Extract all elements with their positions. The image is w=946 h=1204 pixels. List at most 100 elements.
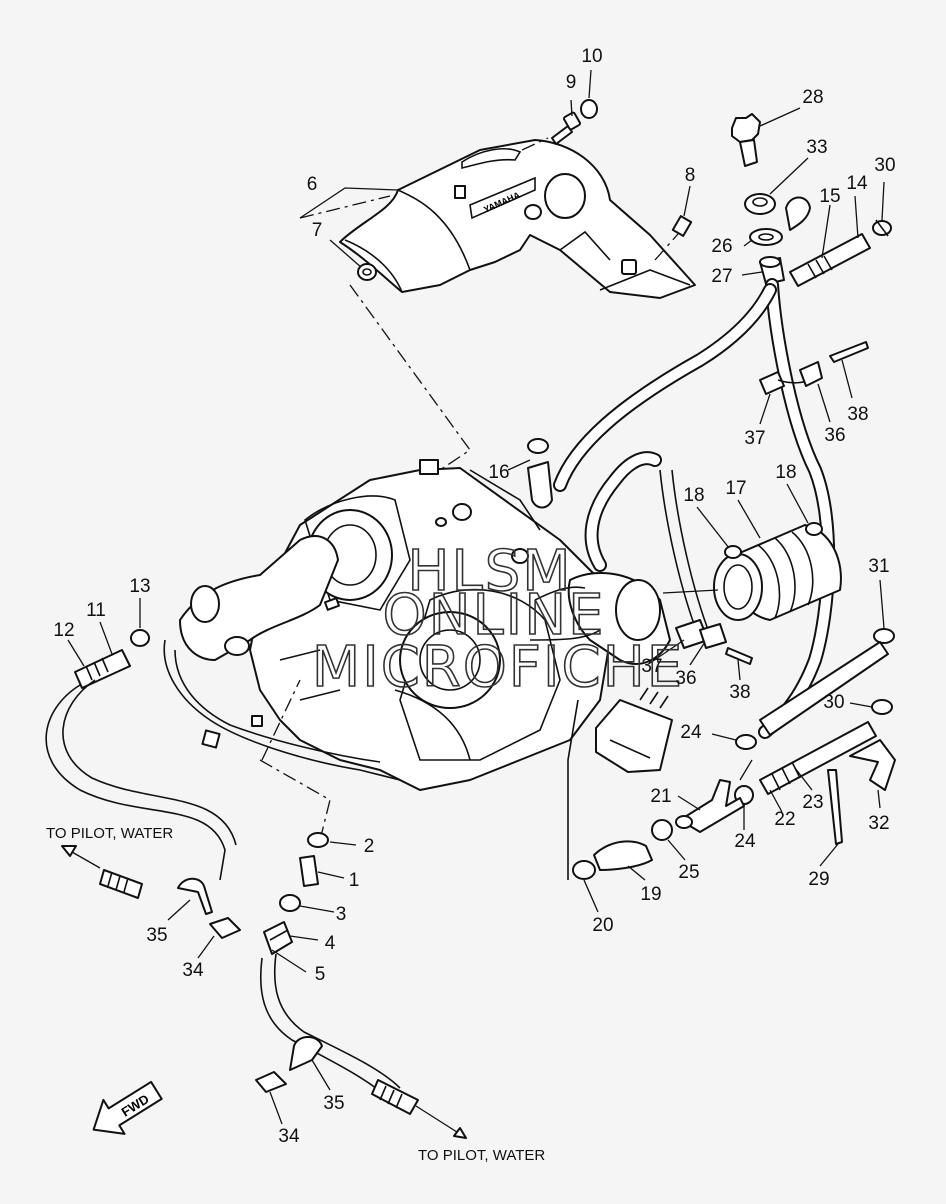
clamp-25 — [651, 819, 673, 841]
callout-26: 26 — [711, 236, 732, 257]
fitting-16 — [527, 461, 553, 509]
pilot-hose-center — [259, 957, 391, 1101]
watermark-line2: ONLINE — [383, 583, 606, 648]
arrow-bottom-head — [453, 1127, 467, 1139]
callout-33: 33 — [806, 137, 827, 158]
clamp-13 — [130, 629, 150, 647]
leader-37a — [759, 393, 771, 425]
leader-33 — [769, 157, 809, 195]
leader-1 — [317, 871, 345, 879]
callout-35b: 35 — [323, 1093, 344, 1114]
exhaust-cover-part: YAMAHA — [339, 139, 696, 299]
callout-27: 27 — [711, 266, 732, 287]
clamp-31 — [873, 628, 895, 644]
clamp-16 — [527, 438, 549, 454]
callout-38b: 38 — [729, 682, 750, 703]
tie-35a — [177, 877, 213, 915]
callout-23: 23 — [802, 792, 823, 813]
callout-7: 7 — [312, 220, 323, 241]
callout-16: 16 — [488, 462, 509, 483]
holder-36a — [799, 361, 823, 387]
leader-14 — [854, 195, 859, 239]
hose-end-top — [99, 869, 143, 899]
callout-5: 5 — [315, 964, 326, 985]
leader-2 — [329, 841, 357, 846]
callout-11: 11 — [86, 600, 106, 621]
callout-17: 17 — [725, 478, 746, 499]
clamp-3 — [279, 894, 301, 912]
callout-34b: 34 — [278, 1126, 300, 1147]
callout-9: 9 — [566, 72, 577, 93]
leader-38a — [841, 359, 853, 399]
leader-7 — [329, 239, 363, 269]
tie-35b — [289, 1036, 323, 1071]
callout-28: 28 — [802, 87, 823, 108]
callout-22: 22 — [774, 809, 795, 830]
callout-14: 14 — [846, 173, 868, 194]
leader-30a — [881, 181, 885, 221]
exhaust-manifold-assembly — [249, 459, 611, 791]
callout-1: 1 — [349, 870, 360, 891]
hose-4 — [263, 921, 293, 955]
callout-12: 12 — [53, 620, 74, 641]
hose-axis — [662, 589, 719, 594]
leader-35b — [311, 1059, 331, 1091]
callout-2: 2 — [364, 836, 375, 857]
leader-6 — [299, 187, 399, 219]
band-37a — [759, 371, 813, 395]
leader-21 — [677, 795, 701, 811]
clamp-2 — [307, 832, 329, 848]
callout-29: 29 — [808, 869, 829, 890]
callout-10: 10 — [581, 46, 602, 67]
leader-28 — [759, 107, 801, 127]
exhaust-pipe — [163, 535, 401, 781]
clip-8 — [671, 215, 693, 237]
leader-9 — [570, 99, 573, 117]
leader-20 — [583, 879, 599, 913]
fitting-1 — [299, 855, 319, 887]
leader-31 — [879, 579, 885, 629]
callout-18b: 18 — [775, 462, 796, 483]
leader-8 — [683, 185, 691, 217]
callout-36a: 36 — [824, 425, 845, 446]
callout-35a: 35 — [146, 925, 167, 946]
leader-34a — [197, 935, 215, 959]
callout-4: 4 — [325, 933, 336, 954]
hose-14 — [789, 233, 871, 287]
bolt-axis — [521, 137, 549, 151]
callout-30b: 30 — [823, 692, 844, 713]
drain-hose — [759, 641, 889, 736]
leader-26 — [743, 239, 753, 247]
note-pilot-water-top: TO PILOT, WATER — [46, 825, 173, 842]
leader-32 — [877, 789, 881, 809]
watermark-line3: MICROFICHE — [312, 635, 684, 700]
bolt-9 — [551, 111, 581, 145]
callouts: 10 9 28 33 30 14 15 8 6 7 26 27 38 36 37… — [53, 46, 895, 1147]
bolt-38b — [725, 647, 753, 665]
leader-18b — [786, 483, 809, 524]
nut-33 — [744, 193, 776, 215]
hose-17 — [713, 524, 842, 621]
leader-16 — [507, 459, 531, 471]
clip-axis — [654, 233, 679, 261]
callout-36b: 36 — [675, 668, 696, 689]
bracket-32 — [849, 739, 896, 791]
leader-37b — [649, 639, 685, 664]
leader-10 — [588, 69, 592, 99]
leader-25 — [667, 839, 686, 861]
hose-23 — [759, 721, 877, 795]
callout-37b: 37 — [641, 656, 662, 677]
leader-19 — [627, 865, 646, 881]
leader-23 — [794, 767, 813, 791]
leader-36b — [689, 641, 706, 666]
leader-35a — [167, 899, 191, 921]
leader-4 — [289, 935, 319, 941]
leader-24a — [711, 733, 737, 741]
arrow-bottom-line — [415, 1105, 461, 1135]
filler-cap-28 — [731, 113, 761, 167]
leader-5 — [271, 949, 307, 973]
mount-34a — [209, 917, 241, 939]
leader-11 — [99, 621, 113, 655]
cap-10 — [580, 99, 598, 119]
